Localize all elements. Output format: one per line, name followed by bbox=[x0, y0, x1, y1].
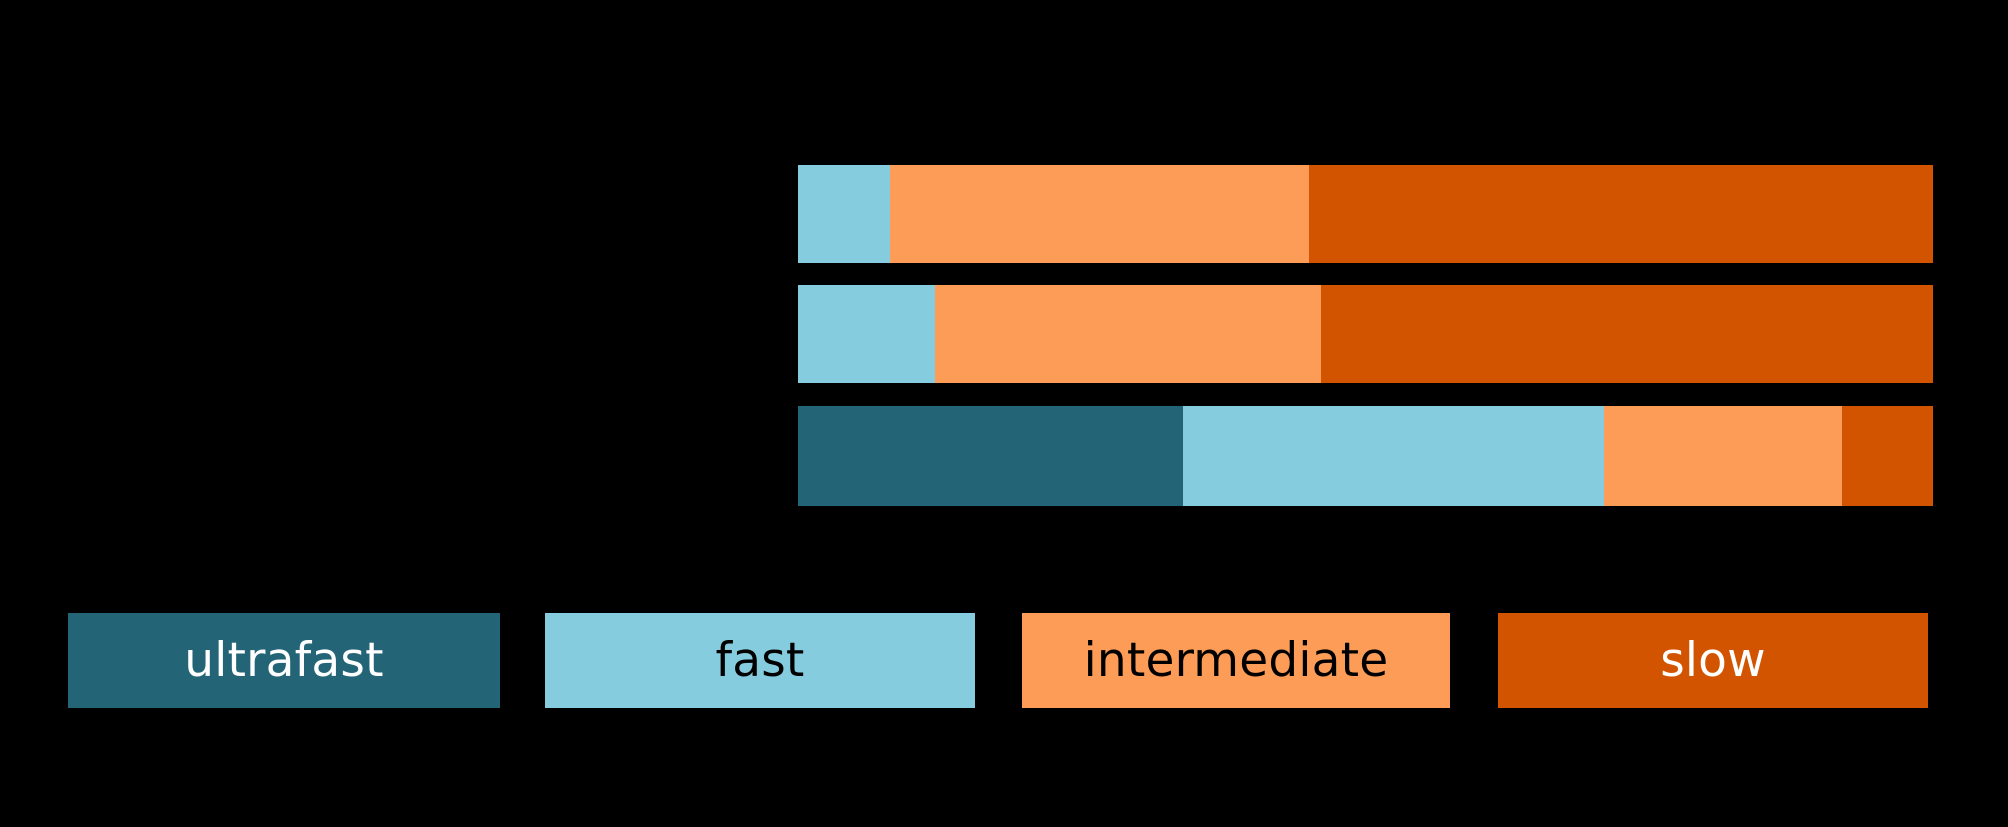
legend-item-intermediate[interactable]: intermediate bbox=[1022, 613, 1450, 708]
plot-area bbox=[798, 165, 1933, 506]
bar-segment-fast[interactable] bbox=[798, 285, 936, 383]
bar-segment-slow[interactable] bbox=[1842, 406, 1933, 506]
chart-legend: ultrafast fast intermediate slow bbox=[0, 613, 2008, 708]
legend-label: intermediate bbox=[1083, 633, 1389, 688]
bar-segment-fast[interactable] bbox=[1182, 406, 1604, 506]
legend-item-slow[interactable]: slow bbox=[1498, 613, 1928, 708]
bar-segment-ultrafast[interactable] bbox=[798, 406, 1183, 506]
legend-label: fast bbox=[715, 633, 805, 688]
bar-segment-intermediate[interactable] bbox=[1603, 406, 1843, 506]
bar-segment-intermediate[interactable] bbox=[889, 165, 1309, 263]
legend-item-ultrafast[interactable]: ultrafast bbox=[68, 613, 500, 708]
bar-segment-intermediate[interactable] bbox=[935, 285, 1322, 383]
bar-row[interactable] bbox=[798, 165, 1933, 263]
bar-row[interactable] bbox=[798, 285, 1933, 383]
legend-label: slow bbox=[1660, 633, 1766, 688]
bar-segment-slow[interactable] bbox=[1321, 285, 1933, 383]
bar-row[interactable] bbox=[798, 406, 1933, 506]
legend-label: ultrafast bbox=[184, 633, 384, 688]
bar-segment-slow[interactable] bbox=[1308, 165, 1933, 263]
bar-segment-fast[interactable] bbox=[798, 165, 890, 263]
legend-item-fast[interactable]: fast bbox=[545, 613, 975, 708]
